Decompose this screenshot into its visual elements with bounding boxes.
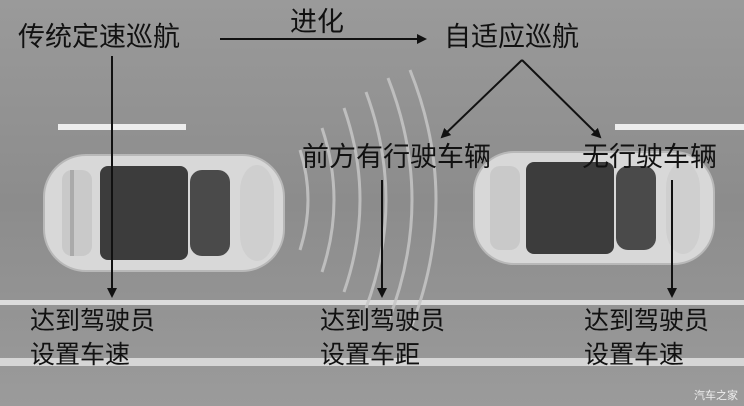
right-result-text: 达到驾驶员 设置车速 [584,304,709,372]
middle-result-text: 达到驾驶员 设置车距 [320,304,445,372]
left-car [44,155,284,271]
lane-dash [615,124,744,130]
traditional-cruise-label: 传统定速巡航 [18,24,180,51]
right-result-line2: 设置车速 [584,338,709,372]
no-vehicle-label: 无行驶车辆 [582,144,717,171]
evolution-label: 进化 [290,9,344,36]
adaptive-cruise-label: 自适应巡航 [444,24,579,51]
right-result-line1: 达到驾驶员 [584,304,709,338]
middle-result-line2: 设置车距 [320,338,445,372]
left-result-line1: 达到驾驶员 [30,304,155,338]
left-result-line2: 设置车速 [30,338,155,372]
watermark-logo: 汽车之家 [694,387,738,403]
middle-result-line1: 达到驾驶员 [320,304,445,338]
vehicle-ahead-label: 前方有行驶车辆 [302,144,491,171]
left-result-text: 达到驾驶员 设置车速 [30,304,155,372]
lane-dash [58,124,186,130]
